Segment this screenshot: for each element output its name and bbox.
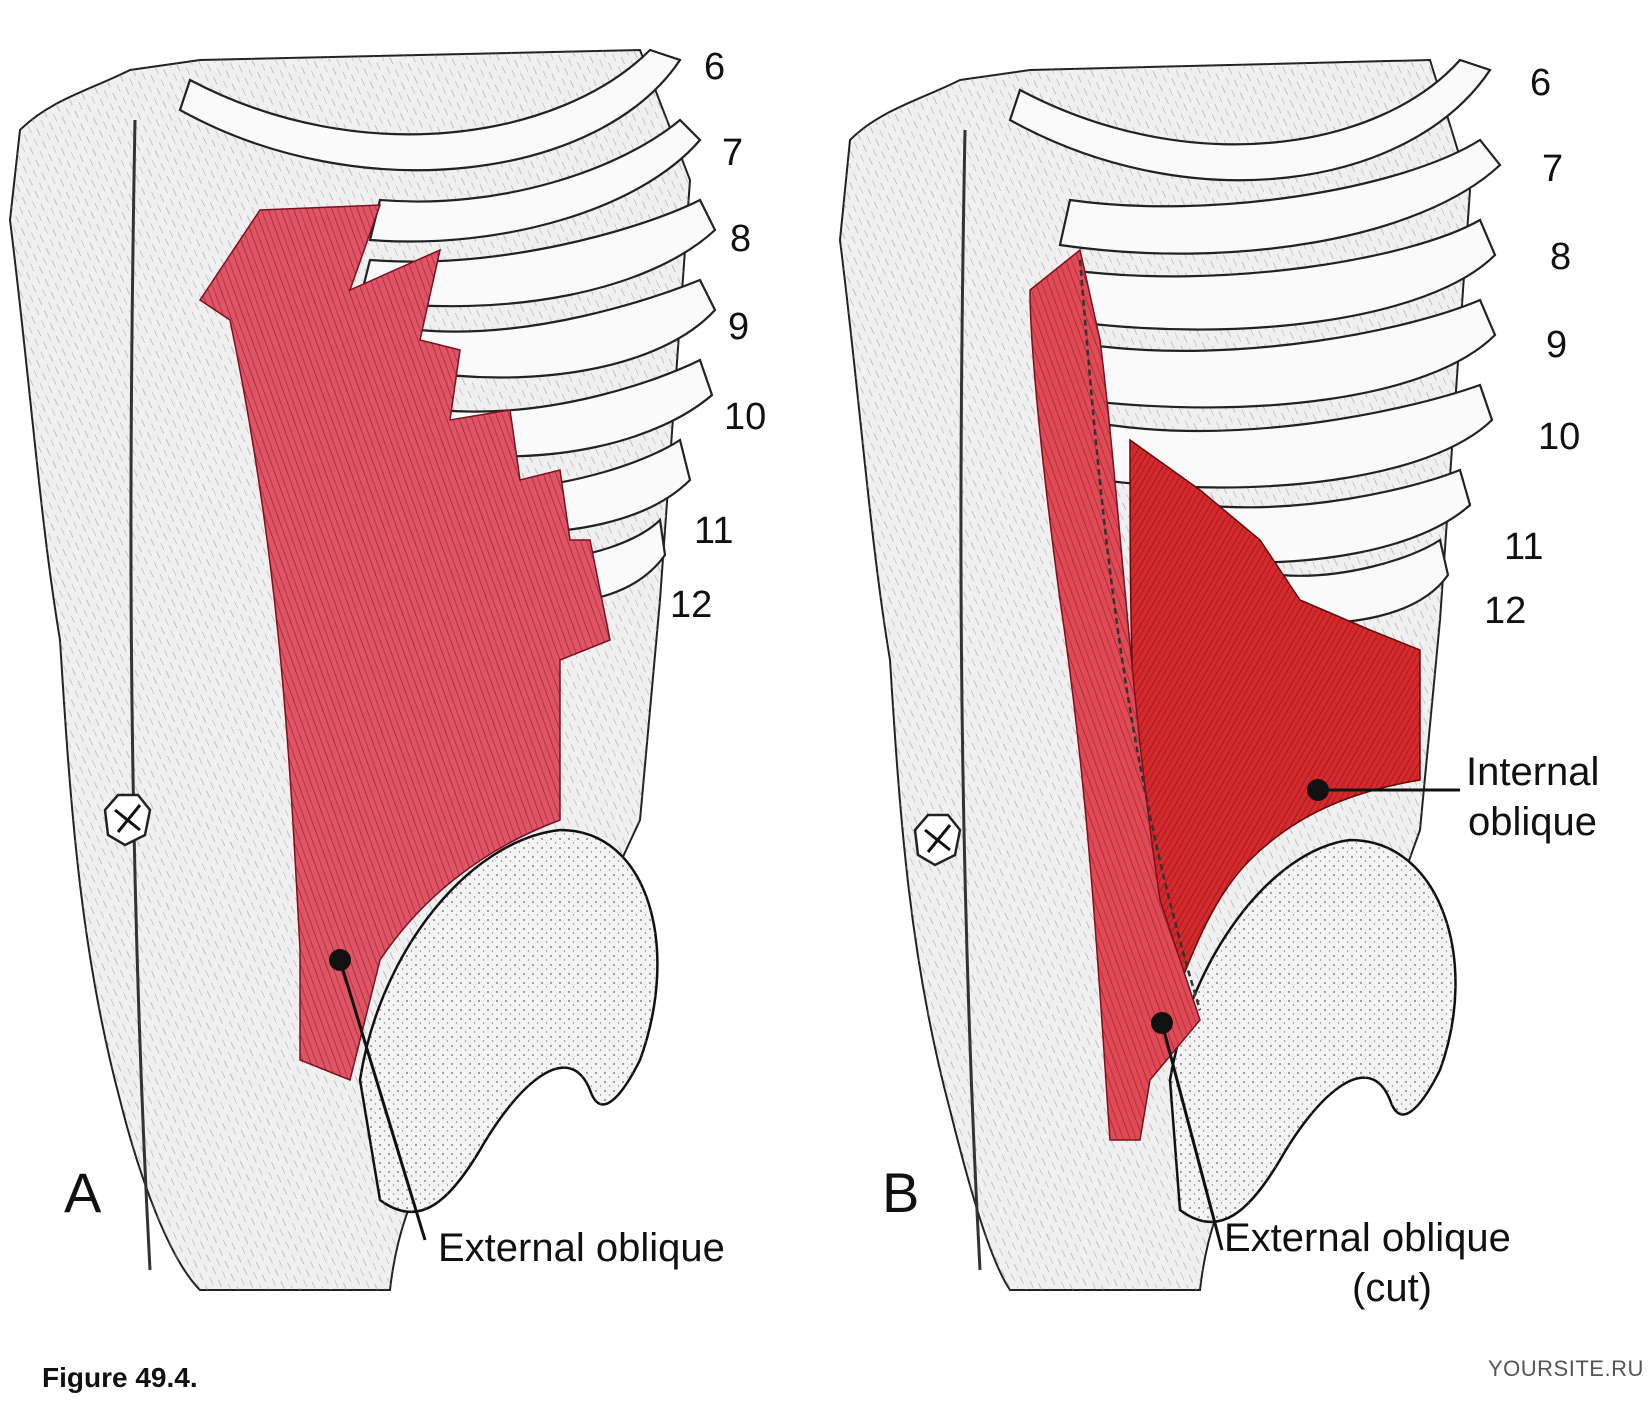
panel-b-rib-11: 11 [1504,526,1544,568]
panel-b-rib-7: 7 [1542,148,1564,190]
panel-b-rib-8: 8 [1550,236,1572,278]
panel-a-rib-6: 6 [704,46,726,88]
panel-b-internal-oblique-label-line1: Internal [1466,750,1600,794]
panel-a-rib-12: 12 [670,584,713,626]
panel-a-external-oblique-label: External oblique [438,1226,725,1270]
panel-b-rib-9: 9 [1546,324,1568,366]
watermark: YOURSITE.RU [1488,1356,1644,1381]
panel-b-ribs [1008,58,1502,625]
panel-b-umbilicus [913,813,962,867]
panel-b-rib-12: 12 [1484,590,1527,632]
panel-b-illustration [838,58,1502,1291]
panel-a-rib-8: 8 [730,218,752,260]
panel-a-letter: A [64,1161,102,1224]
panel-a-umbilicus [103,793,152,847]
panel-a-rib-10: 10 [724,396,767,438]
panel-b-rib-6: 6 [1530,62,1552,104]
panel-a-rib-7: 7 [722,132,744,174]
panel-a-rib-11: 11 [694,510,734,552]
figure-caption: Figure 49.4. [42,1362,198,1393]
panel-a-ribs [178,48,717,604]
panel-b-external-oblique-cut-label-line2: (cut) [1352,1266,1432,1310]
panel-b-letter: B [882,1161,920,1224]
panel-b-internal-oblique-label-line2: oblique [1468,800,1598,844]
panel-b-external-oblique-cut-label-line1: External oblique [1224,1216,1511,1260]
panel-a-illustration [8,48,717,1291]
panel-a-rib-9: 9 [728,306,750,348]
panel-b-rib-10: 10 [1538,416,1581,458]
